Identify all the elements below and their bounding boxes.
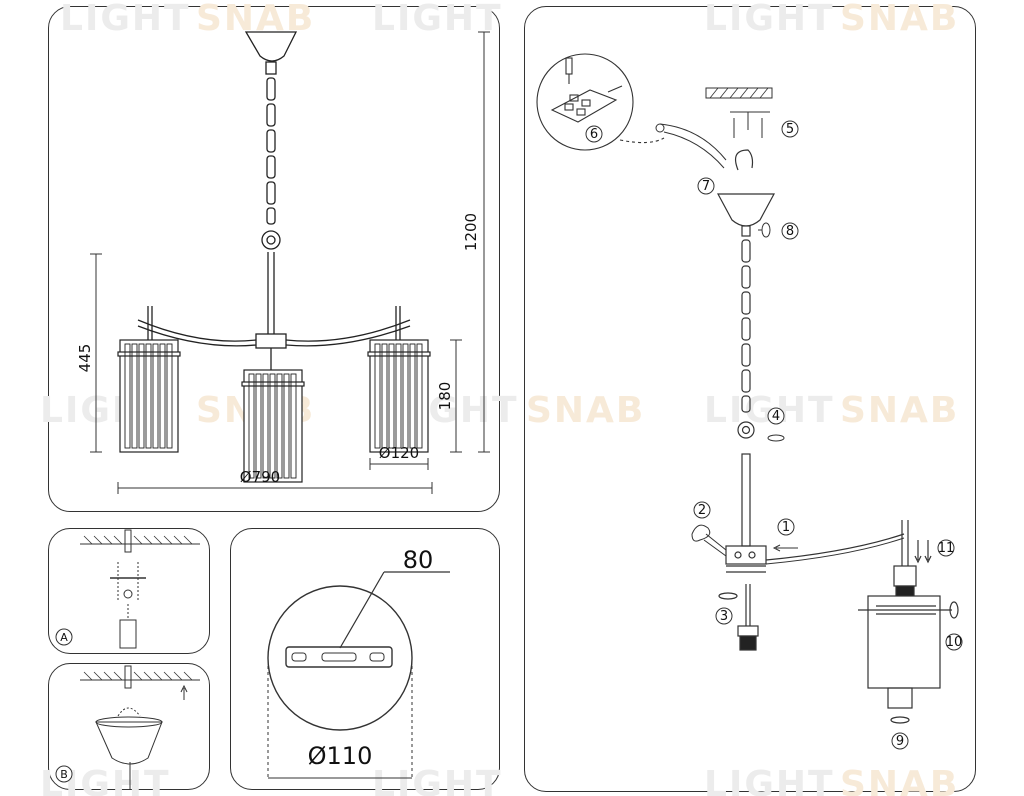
step-6-badge bbox=[585, 125, 603, 143]
supply-wire bbox=[663, 131, 725, 169]
step-6-label: 6 bbox=[590, 127, 598, 142]
chandelier-front-view bbox=[137, 31, 411, 370]
assembly-canopy bbox=[716, 193, 776, 237]
step-10-badge bbox=[945, 633, 963, 651]
hole-spacing-label: 80 bbox=[403, 546, 434, 574]
inset-a-label: A bbox=[60, 631, 68, 644]
watermark-snab: SNAB bbox=[526, 390, 645, 431]
step-7-label: 7 bbox=[702, 179, 710, 194]
step-3-badge bbox=[715, 607, 733, 625]
inset-b-label: B bbox=[60, 768, 68, 781]
watermark-light: LIGHT bbox=[704, 0, 835, 39]
step-4-label: 4 bbox=[772, 409, 780, 424]
ceiling bbox=[705, 87, 773, 138]
wire-twist-detail bbox=[691, 524, 727, 557]
inset-b-badge bbox=[55, 765, 73, 783]
inset-a-panel bbox=[48, 528, 210, 654]
step-5-label: 5 bbox=[786, 122, 794, 137]
step-9-badge bbox=[891, 732, 909, 750]
right-shade-assembly bbox=[858, 520, 959, 724]
hub bbox=[255, 333, 287, 349]
left-arm bbox=[137, 319, 257, 342]
step-9-label: 9 bbox=[896, 734, 904, 749]
step-11-badge bbox=[937, 539, 955, 557]
watermark-light: LIGHT bbox=[372, 0, 503, 39]
bracket-panel bbox=[230, 528, 500, 790]
ring-nut-icon bbox=[767, 434, 785, 442]
dim-790-label: Ø790 bbox=[240, 468, 280, 486]
shade-right bbox=[367, 339, 431, 453]
canopy bbox=[244, 31, 298, 62]
step-10-label: 10 bbox=[946, 635, 963, 650]
step-8-label: 8 bbox=[786, 224, 794, 239]
bracket-plate bbox=[285, 646, 393, 668]
connector-detail bbox=[536, 53, 665, 151]
wire-connector-icon bbox=[655, 123, 665, 133]
inset-b-drawing bbox=[80, 665, 200, 790]
chain bbox=[266, 77, 276, 225]
right-arm bbox=[285, 319, 411, 342]
shade-center bbox=[241, 369, 305, 483]
step-1-label: 1 bbox=[782, 520, 790, 535]
center-socket bbox=[718, 584, 759, 651]
step-8-badge bbox=[781, 222, 799, 240]
step-7-badge bbox=[697, 177, 715, 195]
inset-a-drawing bbox=[80, 529, 200, 649]
canopy-diameter-label: Ø110 bbox=[308, 742, 373, 770]
dim-445-label: 445 bbox=[76, 344, 94, 373]
mounting-bracket bbox=[267, 571, 450, 780]
step-2-label: 2 bbox=[698, 503, 706, 518]
watermark-snab: SNAB bbox=[840, 0, 959, 39]
assembly-arm bbox=[765, 533, 905, 561]
step-4-badge bbox=[767, 407, 785, 425]
step-11-label: 11 bbox=[938, 541, 955, 556]
watermark-light: LIGHT bbox=[372, 764, 503, 796]
shade-left bbox=[117, 339, 181, 453]
ceiling-hook bbox=[735, 149, 754, 171]
dim-180-label: 180 bbox=[436, 382, 454, 411]
watermark-snab: SNAB bbox=[196, 0, 315, 39]
dim-1200-label: 1200 bbox=[462, 213, 480, 251]
step-3-label: 3 bbox=[720, 609, 728, 624]
step-1-badge bbox=[777, 518, 795, 536]
watermark-snab: SNAB bbox=[840, 390, 959, 431]
canopy-collar bbox=[265, 61, 277, 75]
dimension-lines bbox=[90, 31, 490, 494]
assembly-stem bbox=[725, 453, 767, 573]
watermark-light: LIGHT bbox=[60, 0, 191, 39]
assembly-chain bbox=[737, 239, 755, 439]
nut-icon bbox=[758, 222, 771, 238]
watermark-snab: SNAB bbox=[840, 764, 959, 796]
step-5-badge bbox=[781, 120, 799, 138]
watermark-light: LIGHT bbox=[704, 764, 835, 796]
ceiling-ring bbox=[261, 230, 281, 250]
step-2-badge bbox=[693, 501, 711, 519]
inset-a-badge bbox=[55, 628, 73, 646]
watermark-light: LIGHT bbox=[704, 390, 835, 431]
dim-120-label: Ø120 bbox=[379, 444, 419, 462]
canopy-circle bbox=[267, 585, 413, 731]
